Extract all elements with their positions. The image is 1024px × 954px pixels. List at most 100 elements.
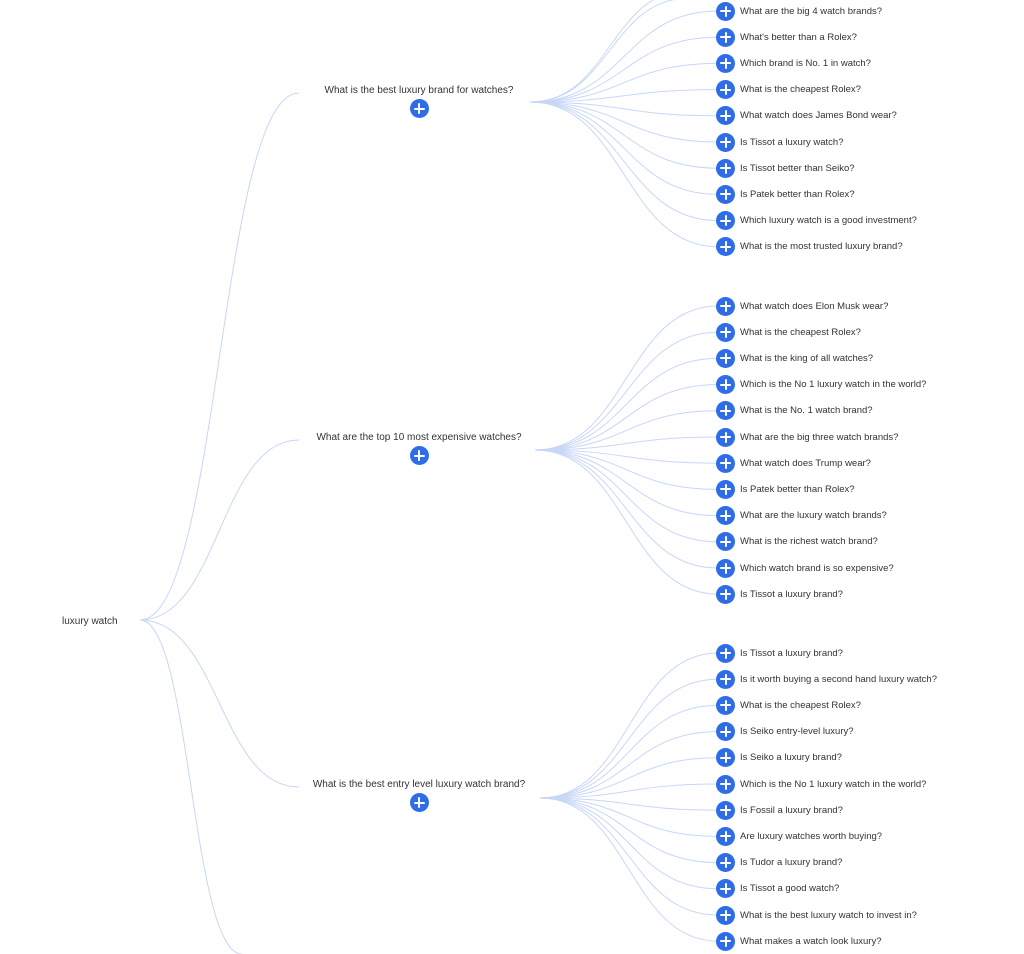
question-leaf: Is Tissot a good watch? [716, 879, 840, 899]
question-leaf-label: What is the cheapest Rolex? [740, 84, 861, 96]
leaf-link [534, 410, 719, 451]
question-leaf: Which luxury watch is a good investment? [716, 211, 917, 231]
expand-plus-icon[interactable] [716, 296, 735, 316]
expand-plus-icon[interactable] [716, 427, 735, 447]
expand-plus-icon[interactable] [409, 793, 429, 812]
expand-plus-icon[interactable] [716, 322, 735, 342]
question-leaf-label: Is Tudor a luxury brand? [740, 857, 843, 869]
expand-plus-icon[interactable] [716, 453, 735, 473]
question-leaf-label: What are the big three watch brands? [740, 431, 899, 443]
expand-plus-icon[interactable] [716, 1, 735, 21]
expand-plus-icon[interactable] [716, 532, 735, 552]
branch-node-1: What is the best luxury brand for watche… [289, 85, 549, 123]
question-leaf: What is the cheapest Rolex? [716, 695, 861, 715]
question-leaf-label: What is the most trusted luxury brand? [740, 241, 903, 253]
question-leaf-label: Are luxury watches worth buying? [740, 830, 883, 842]
question-leaf: What is the best luxury watch to invest … [716, 905, 917, 925]
leaf-link [534, 449, 719, 517]
leaf-link [534, 449, 719, 595]
branch-node-3: What is the best entry level luxury watc… [289, 779, 549, 817]
question-leaf-label: Which luxury watch is a good investment? [740, 215, 917, 227]
question-leaf: What is the most trusted luxury brand? [716, 237, 903, 257]
leaf-link [539, 757, 719, 799]
expand-plus-icon[interactable] [716, 375, 735, 395]
root-branch-link-2 [139, 439, 300, 621]
question-leaf-label: What are the luxury watch brands? [740, 510, 887, 522]
leaf-link [534, 449, 719, 490]
leaf-link [539, 797, 719, 890]
leaf-link [539, 783, 719, 799]
expand-plus-icon[interactable] [716, 931, 735, 951]
expand-plus-icon[interactable] [409, 446, 429, 465]
expand-plus-icon[interactable] [716, 879, 735, 899]
leaf-link [529, 62, 719, 103]
expand-plus-icon[interactable] [409, 99, 429, 118]
question-leaf: What are the luxury watch brands? [716, 506, 887, 526]
expand-plus-icon[interactable] [716, 184, 735, 204]
question-leaf: What is the No. 1 watch brand? [716, 401, 873, 421]
expand-plus-icon[interactable] [716, 905, 735, 925]
expand-plus-icon[interactable] [716, 748, 735, 768]
expand-plus-icon[interactable] [716, 669, 735, 689]
question-leaf: Which is the No 1 luxury watch in the wo… [716, 774, 926, 794]
question-leaf-label: What is the No. 1 watch brand? [740, 405, 873, 417]
leaf-link [529, 101, 719, 169]
question-leaf-label: Which watch brand is so expensive? [740, 562, 894, 574]
question-leaf-label: Is Tissot a luxury brand? [740, 588, 843, 600]
offscreen-link-1 [529, 0, 655, 103]
leaf-link [539, 797, 719, 811]
expand-plus-icon[interactable] [716, 106, 735, 126]
leaf-link [529, 36, 719, 103]
expand-plus-icon[interactable] [716, 584, 735, 604]
expand-plus-icon[interactable] [716, 237, 735, 257]
root-node-label: luxury watch [62, 616, 118, 627]
expand-plus-icon[interactable] [716, 53, 735, 73]
offscreen-link-2 [529, 0, 675, 103]
expand-plus-icon[interactable] [716, 479, 735, 499]
root-branch-link-3 [139, 619, 300, 788]
question-leaf-label: What is the cheapest Rolex? [740, 699, 861, 711]
expand-plus-icon[interactable] [716, 27, 735, 47]
expand-plus-icon[interactable] [716, 853, 735, 873]
expand-plus-icon[interactable] [716, 348, 735, 368]
question-leaf: What's better than a Rolex? [716, 27, 857, 47]
question-leaf: Is Fossil a luxury brand? [716, 800, 843, 820]
question-leaf: Is Tissot better than Seiko? [716, 158, 855, 178]
question-leaf-label: Is Tissot a luxury brand? [740, 647, 843, 659]
expand-plus-icon[interactable] [716, 401, 735, 421]
question-leaf: What is the king of all watches? [716, 348, 873, 368]
expand-plus-icon[interactable] [716, 695, 735, 715]
question-leaf: Which is the No 1 luxury watch in the wo… [716, 375, 926, 395]
expand-plus-icon[interactable] [716, 722, 735, 742]
question-leaf: What are the big 4 watch brands? [716, 1, 882, 21]
leaf-link [539, 797, 719, 916]
question-leaf-label: What watch does Trump wear? [740, 457, 871, 469]
expand-plus-icon[interactable] [716, 211, 735, 231]
branch-node-label: What is the best luxury brand for watche… [324, 85, 514, 96]
leaf-link [529, 101, 719, 117]
expand-plus-icon[interactable] [716, 643, 735, 663]
expand-plus-icon[interactable] [716, 132, 735, 152]
question-leaf-label: What watch does Elon Musk wear? [740, 300, 889, 312]
expand-plus-icon[interactable] [716, 158, 735, 178]
leaf-link [529, 101, 719, 195]
leaf-link [529, 101, 719, 143]
leaf-link [529, 101, 719, 222]
expand-plus-icon[interactable] [716, 774, 735, 794]
question-leaf: What makes a watch look luxury? [716, 931, 882, 951]
expand-plus-icon[interactable] [716, 558, 735, 578]
question-leaf-label: Is Seiko entry-level luxury? [740, 726, 854, 738]
expand-plus-icon[interactable] [716, 80, 735, 100]
question-leaf-label: What's better than a Rolex? [740, 31, 857, 43]
expand-plus-icon[interactable] [716, 506, 735, 526]
question-leaf: What watch does Trump wear? [716, 453, 871, 473]
expand-plus-icon[interactable] [716, 800, 735, 820]
leaf-link [529, 101, 719, 248]
question-leaf: What is the cheapest Rolex? [716, 80, 861, 100]
question-leaf-label: Is Fossil a luxury brand? [740, 804, 843, 816]
question-leaf: Is Patek better than Rolex? [716, 479, 855, 499]
question-leaf-label: Is Tissot a good watch? [740, 883, 840, 895]
expand-plus-icon[interactable] [716, 826, 735, 846]
leaf-link [534, 436, 719, 451]
question-leaf-label: What makes a watch look luxury? [740, 935, 882, 947]
